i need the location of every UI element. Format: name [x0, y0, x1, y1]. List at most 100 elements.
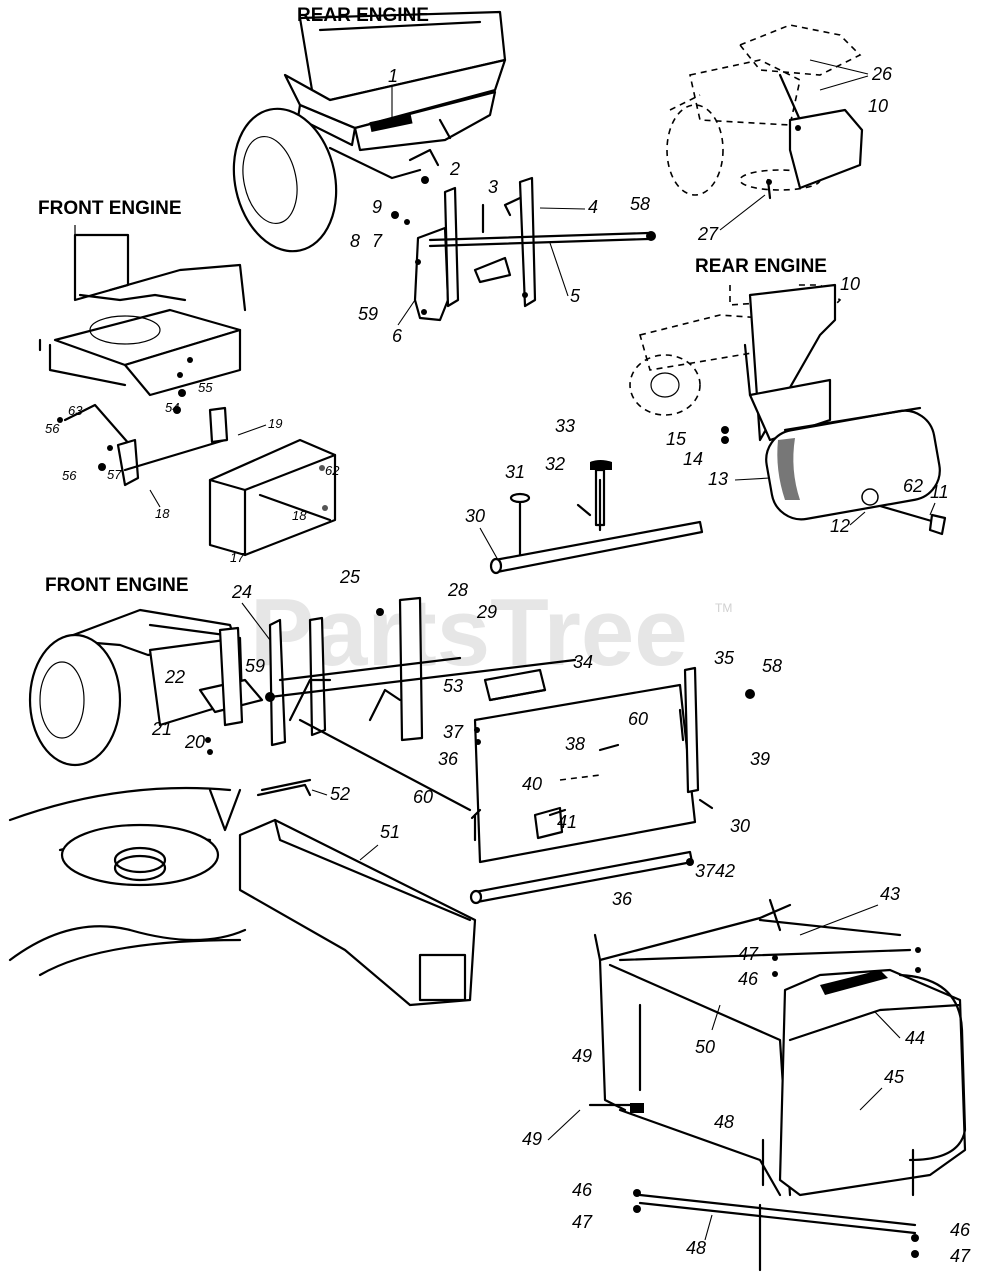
callout-59b: 59	[245, 656, 265, 676]
callouts-upper-left: 55 54 56 63 56 57 19 62 18 18 17	[45, 380, 340, 565]
callout-47b: 47	[572, 1212, 593, 1232]
callout-50: 50	[695, 1037, 715, 1057]
heading-rear-engine-right: REAR ENGINE	[695, 256, 827, 277]
callout-33: 33	[555, 416, 575, 436]
callout-36b: 36	[612, 889, 633, 909]
tow-bar-assembly-upper	[489, 460, 704, 575]
callouts-mower: 52 51	[311, 784, 400, 861]
callout-56b: 56	[62, 468, 77, 483]
callout-49b: 49	[522, 1129, 542, 1149]
callout-34: 34	[573, 652, 593, 672]
callout-13: 13	[708, 469, 728, 489]
callout-5: 5	[570, 286, 581, 306]
callout-59: 59	[358, 304, 378, 324]
callout-17: 17	[230, 550, 245, 565]
callout-57: 57	[107, 467, 122, 482]
callout-39: 39	[750, 749, 770, 769]
callout-48: 48	[714, 1112, 734, 1132]
grass-catcher-frame	[588, 898, 967, 1272]
callout-38: 38	[565, 734, 585, 754]
callout-18b: 18	[292, 508, 307, 523]
callout-47: 47	[738, 944, 759, 964]
callouts-right: 10 15 14 13 62 11 12	[666, 274, 949, 536]
callout-2: 2	[449, 159, 460, 179]
callout-21: 21	[151, 719, 172, 739]
rear-engine-tractor-rear	[232, 10, 507, 253]
callout-56: 56	[45, 421, 60, 436]
callout-22: 22	[164, 667, 185, 687]
watermark-tm: TM	[715, 601, 732, 615]
callout-29: 29	[476, 602, 497, 622]
callout-49: 49	[572, 1046, 592, 1066]
heading-rear-engine-top: REAR ENGINE	[297, 5, 429, 26]
callout-45: 45	[884, 1067, 905, 1087]
callout-53: 53	[443, 676, 463, 696]
plate-assembly	[470, 666, 755, 864]
callouts-center-lower: 53 34 35 58 60 37 36 38 39 40 41 60	[413, 648, 782, 832]
callout-14: 14	[683, 449, 703, 469]
callout-63: 63	[68, 403, 83, 418]
callout-9: 9	[372, 197, 382, 217]
rear-engine-weight-assembly	[629, 283, 947, 536]
callout-18: 18	[155, 506, 170, 521]
callouts-top-center: 1 2 9 3 4 58 5 8 7 59 6	[350, 66, 650, 346]
callout-43: 43	[880, 884, 900, 904]
heading-front-engine-lower: FRONT ENGINE	[45, 575, 189, 596]
callout-46: 46	[738, 969, 759, 989]
tow-bar-assembly-lower	[469, 850, 694, 905]
callout-30b: 30	[730, 816, 750, 836]
callout-35: 35	[714, 648, 735, 668]
callout-4: 4	[588, 197, 598, 217]
callout-15: 15	[666, 429, 687, 449]
rear-engine-dashed-tractor	[666, 24, 864, 200]
callout-1: 1	[388, 66, 398, 86]
callout-62: 62	[903, 476, 923, 496]
callout-3742: 3742	[695, 861, 735, 881]
callout-10b: 10	[840, 274, 860, 294]
callout-48b: 48	[686, 1238, 706, 1258]
callout-26: 26	[871, 64, 893, 84]
callout-58: 58	[630, 194, 650, 214]
callout-12: 12	[830, 516, 850, 536]
callout-30: 30	[465, 506, 485, 526]
callout-8: 8	[350, 231, 360, 251]
callouts-lower-left: 24 25 28 29 22 59 21 20	[151, 567, 497, 752]
callout-47c: 47	[950, 1246, 971, 1266]
callout-60: 60	[628, 709, 648, 729]
callout-60b: 60	[413, 787, 433, 807]
callout-24: 24	[231, 582, 252, 602]
callout-10: 10	[868, 96, 888, 116]
callout-7: 7	[372, 231, 383, 251]
callout-46c: 46	[950, 1220, 971, 1240]
front-engine-tractor-rear	[28, 596, 577, 812]
callouts-grass-catcher: 43 47 46 44 50 45 49 49 48 46 47 48 46 4…	[522, 884, 971, 1266]
callout-19: 19	[268, 416, 282, 431]
callout-55: 55	[198, 380, 213, 395]
callouts-lower-rod: 30 3742 36	[612, 816, 750, 909]
callout-28: 28	[447, 580, 468, 600]
callout-20: 20	[184, 732, 205, 752]
callout-3: 3	[488, 177, 498, 197]
mower-deck-and-chute	[8, 778, 477, 1007]
callout-62-upper: 62	[325, 463, 340, 478]
callout-51: 51	[380, 822, 400, 842]
callout-37: 37	[443, 722, 464, 742]
heading-front-engine-upper: FRONT ENGINE	[38, 198, 182, 219]
callout-40: 40	[522, 774, 542, 794]
callout-25: 25	[339, 567, 361, 587]
callout-6: 6	[392, 326, 403, 346]
hitch-bracket-assembly	[391, 176, 656, 322]
callout-32: 32	[545, 454, 565, 474]
callout-54: 54	[165, 400, 179, 415]
callout-52: 52	[330, 784, 350, 804]
callout-58b: 58	[762, 656, 782, 676]
callout-41: 41	[557, 812, 577, 832]
callout-46b: 46	[572, 1180, 593, 1200]
front-engine-weight-assembly	[38, 225, 337, 557]
callouts-center-upper: 33 31 32 30	[465, 416, 575, 561]
callouts-top-right: 26 10 27	[697, 59, 893, 244]
callout-11: 11	[930, 482, 949, 502]
callout-44: 44	[905, 1028, 925, 1048]
callout-27: 27	[697, 224, 719, 244]
